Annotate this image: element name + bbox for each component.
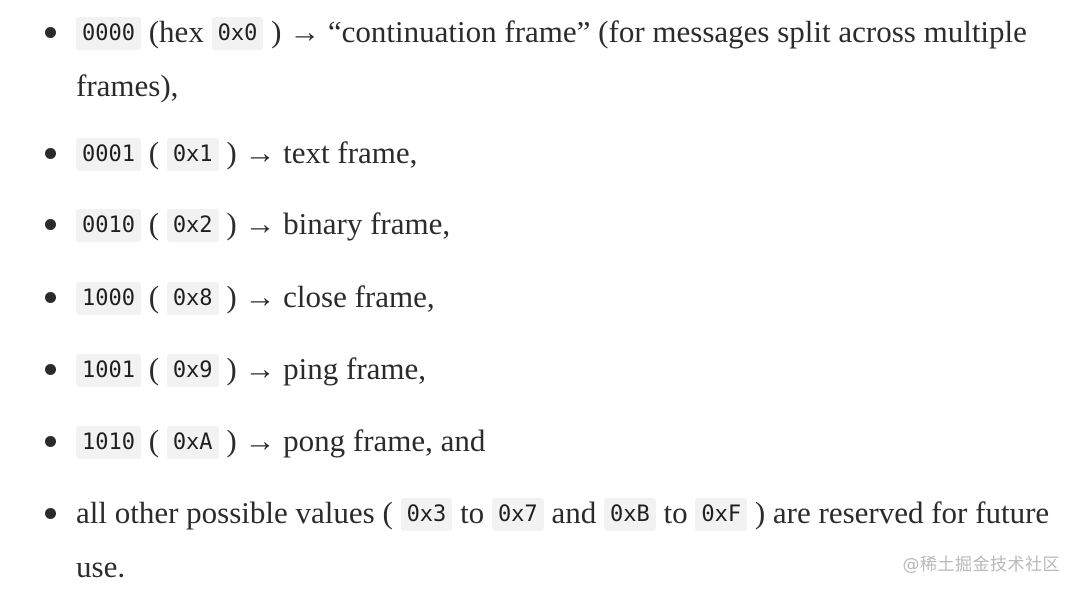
bullet-dot: [45, 508, 56, 519]
list-item: 1000 ( 0x8 ) → close frame,: [45, 271, 1061, 325]
bullet-dot: [45, 364, 56, 375]
bullet-dot: [45, 292, 56, 303]
list-item: 1001 ( 0x9 ) → ping frame,: [45, 343, 1061, 397]
bullet-dot: [45, 148, 56, 159]
item-text: (: [140, 206, 167, 241]
opcode-hex: 0x9: [166, 354, 219, 387]
item-text: (: [140, 135, 167, 170]
item-text: (: [140, 351, 167, 386]
opcode-binary: 0001: [76, 138, 141, 171]
list-item: 0000 (hex 0x0 ) → “continuation frame” (…: [45, 6, 1061, 112]
bullet-dot: [45, 436, 56, 447]
item-text: (: [140, 423, 167, 458]
opcode-hex: 0xB: [603, 498, 656, 531]
list-item: 1010 ( 0xA ) → pong frame, and: [45, 415, 1061, 469]
item-text: (hex: [140, 14, 212, 49]
opcode-hex: 0xA: [166, 426, 219, 459]
opcode-hex: 0xF: [695, 498, 748, 531]
opcode-hex: 0x0: [211, 17, 264, 50]
opcode-binary: 1001: [76, 354, 141, 387]
bullet-dot: [45, 219, 56, 230]
item-text: to: [655, 495, 696, 530]
opcode-hex: 0x3: [400, 498, 453, 531]
item-text: ) → ping frame,: [218, 351, 427, 386]
opcode-binary: 0000: [76, 17, 141, 50]
opcode-binary: 0010: [76, 209, 141, 242]
opcode-hex: 0x8: [166, 282, 219, 315]
opcode-binary: 1010: [76, 426, 141, 459]
item-text: ) are reserved for future use.: [76, 495, 1050, 584]
item-text: ) → binary frame,: [218, 206, 451, 241]
opcode-hex: 0x2: [166, 209, 219, 242]
opcode-hex: 0x1: [166, 138, 219, 171]
list-item: 0010 ( 0x2 ) → binary frame,: [45, 198, 1061, 252]
opcode-binary: 1000: [76, 282, 141, 315]
item-text: (: [140, 279, 167, 314]
list-item: all other possible values ( 0x3 to 0x7 a…: [45, 487, 1061, 593]
item-text: ) → “continuation frame” (for messages s…: [76, 14, 1027, 103]
item-text: ) → text frame,: [218, 135, 418, 170]
item-text: ) → pong frame, and: [218, 423, 486, 458]
item-text: ) → close frame,: [218, 279, 435, 314]
item-text: and: [543, 495, 604, 530]
item-text: to: [452, 495, 492, 530]
watermark: @稀土掘金技术社区: [902, 555, 1060, 575]
bullet-dot: [45, 27, 56, 38]
opcode-hex: 0x7: [491, 498, 544, 531]
item-text: all other possible values (: [76, 495, 401, 530]
list-item: 0001 ( 0x1 ) → text frame,: [45, 127, 1061, 181]
